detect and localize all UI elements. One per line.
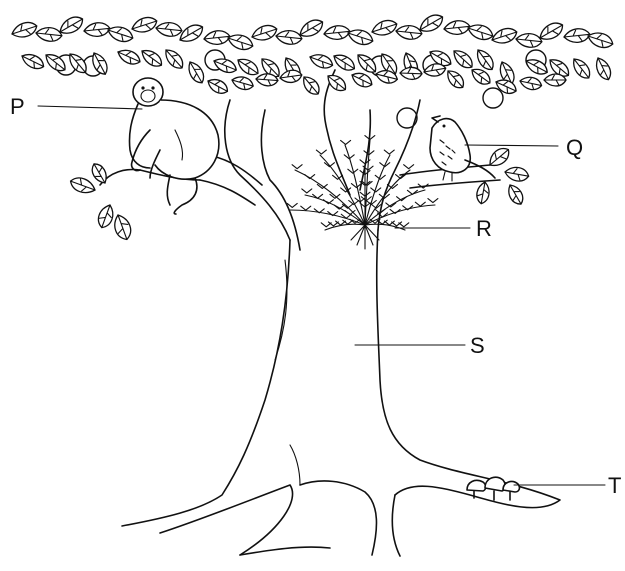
leaf	[444, 67, 468, 91]
leaf	[83, 22, 110, 38]
epiphyte-frond	[365, 170, 410, 225]
leaf	[563, 28, 590, 44]
monkey-illustration	[129, 78, 218, 214]
leaf	[475, 181, 491, 205]
leaf	[519, 75, 543, 91]
leaf	[515, 32, 542, 48]
leaf	[185, 59, 207, 86]
leader-line-q	[465, 145, 558, 146]
leaf	[486, 144, 513, 170]
leaf	[177, 21, 206, 46]
leaf	[504, 165, 530, 182]
leaf	[162, 46, 187, 72]
leaf	[443, 20, 470, 36]
leaf	[593, 55, 614, 82]
leaf	[275, 29, 302, 45]
epiphyte-frond	[325, 224, 365, 230]
leaf	[205, 76, 230, 97]
leaf	[450, 47, 476, 72]
leaf	[505, 182, 526, 207]
fruit	[483, 88, 503, 108]
leaf	[235, 55, 262, 78]
leaf	[250, 23, 279, 44]
leaf	[586, 30, 615, 51]
leaf	[323, 25, 350, 41]
leaf	[395, 24, 422, 40]
bird-illustration	[430, 116, 495, 181]
leaf	[370, 18, 399, 39]
leaf	[89, 161, 110, 186]
canopy-leaves	[10, 11, 615, 242]
leaf	[155, 21, 182, 37]
label-t: T	[608, 473, 621, 498]
leaf	[230, 74, 254, 92]
label-s: S	[470, 333, 485, 358]
leaf	[106, 24, 135, 45]
leaf	[308, 51, 335, 70]
leaf	[466, 22, 495, 43]
leaf	[544, 74, 566, 86]
epiphyte-plant-illustration	[287, 136, 438, 249]
leaf	[116, 47, 143, 68]
label-p: P	[10, 94, 25, 119]
leaf	[226, 32, 255, 53]
leaf	[68, 175, 97, 197]
leaf	[203, 30, 230, 46]
label-r: R	[476, 216, 492, 241]
leaf	[299, 73, 322, 98]
leaf	[19, 51, 46, 72]
leaf	[138, 46, 164, 70]
leaf	[490, 26, 519, 47]
label-q: Q	[566, 135, 583, 160]
leaf	[35, 26, 62, 42]
leaf	[95, 203, 116, 230]
leaf	[346, 27, 375, 48]
leaf	[569, 55, 593, 81]
leaf	[10, 20, 39, 41]
leader-lines	[38, 106, 605, 485]
leaf	[130, 15, 159, 36]
epiphyte-frond	[365, 224, 405, 230]
leaf	[111, 212, 134, 242]
leaf	[324, 71, 349, 94]
leaf	[400, 67, 422, 80]
leader-line-p	[38, 106, 142, 109]
